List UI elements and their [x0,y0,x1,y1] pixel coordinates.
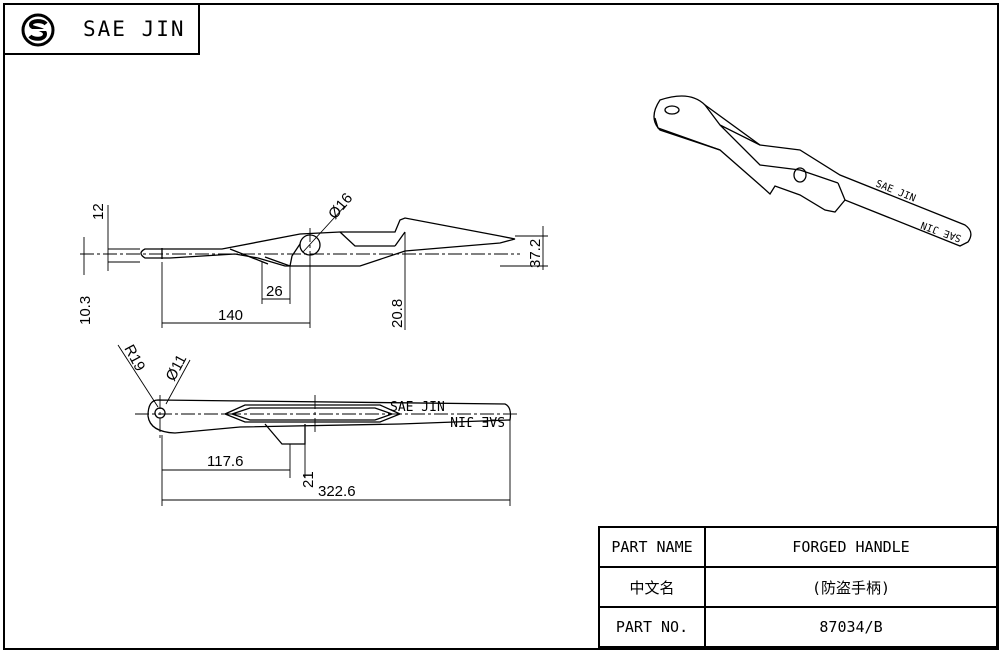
value-part-no: 87034/B [704,606,998,648]
top-view-dimension-lines [117,344,511,506]
engraving-top: SAE JIN [390,400,445,415]
isometric-view-part [653,95,972,247]
dim-20-8: 20.8 [389,299,406,328]
dim-26: 26 [266,283,283,300]
title-row-chinese-name: 中文名 (防盗手柄) [598,566,998,608]
dim-322-6: 322.6 [318,483,356,500]
side-view-dimension-lines [83,205,548,330]
s-circle-logo-icon [21,13,55,47]
label-part-name: PART NAME [598,526,706,568]
dim-37-2: 37.2 [527,239,544,268]
logo-block: SAE JIN [3,3,200,55]
title-row-part-name: PART NAME FORGED HANDLE [598,526,998,568]
engraving-bottom-mirrored: SAE JIN [450,413,505,428]
dim-12: 12 [90,203,107,220]
dim-140: 140 [218,307,243,324]
value-chinese-name: (防盗手柄) [704,566,998,608]
dim-diameter-16: Ø16 [325,190,356,223]
drawing-frame [3,3,999,650]
label-part-no: PART NO. [598,606,706,648]
brand-name: SAE JIN [83,17,186,41]
label-chinese-name: 中文名 [598,566,706,608]
dim-21: 21 [300,471,317,488]
dim-radius-19: R19 [120,342,148,374]
value-part-name: FORGED HANDLE [704,526,998,568]
title-row-part-no: PART NO. 87034/B [598,606,998,648]
title-block: PART NAME FORGED HANDLE 中文名 (防盗手柄) PART … [598,526,998,648]
dim-117-6: 117.6 [207,453,243,470]
iso-engraving-2: SAE JIN [920,219,963,244]
side-view-part [140,217,516,267]
dim-10-3: 10.3 [77,296,94,325]
